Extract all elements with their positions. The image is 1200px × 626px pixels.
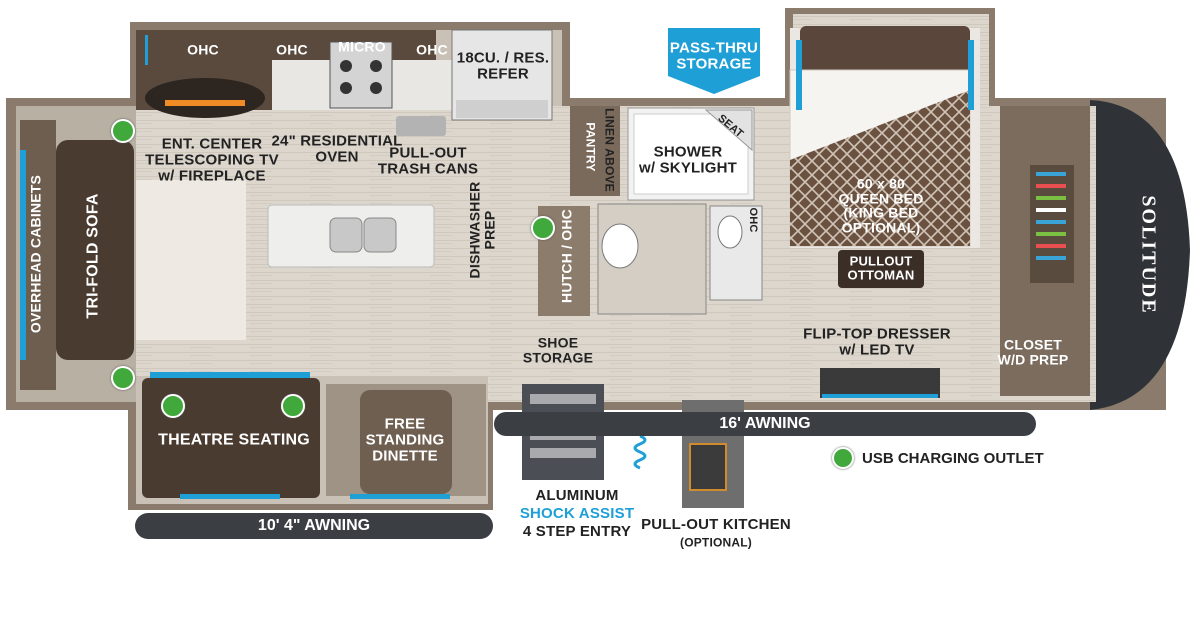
headboard <box>800 26 970 74</box>
label-overhead-cabinets: OVERHEAD CABINETS <box>27 174 44 334</box>
label-pantry: PANTRY <box>583 122 598 172</box>
label-pullout-kitchen: PULL-OUT KITCHEN <box>641 516 791 534</box>
label-aluminum: ALUMINUM <box>535 487 619 505</box>
label-micro: MICRO <box>338 38 386 55</box>
label-ohc-right: OHC <box>416 41 448 58</box>
shock-assist-spring <box>633 434 647 470</box>
trash-cans <box>396 116 446 136</box>
toilet <box>601 223 639 269</box>
usb-outlet-dot <box>111 366 135 390</box>
usb-outlet-dot <box>111 119 135 143</box>
dinette-table <box>360 390 452 494</box>
usb-outlet-dot <box>531 216 555 240</box>
hangers <box>1036 172 1066 260</box>
range <box>329 41 393 109</box>
label-ohc-mid: OHC <box>276 41 308 58</box>
label-step-entry: 4 STEP ENTRY <box>522 523 632 541</box>
legend-usb-dot <box>832 447 854 469</box>
fireplace <box>145 78 265 118</box>
label-ohc-bath: OHC <box>746 207 759 233</box>
usb-outlet-dot <box>161 394 185 418</box>
label-shock-assist: SHOCK ASSIST <box>519 505 635 523</box>
side-awning-label: 16' AWNING <box>719 415 811 432</box>
sofa-window <box>20 150 26 360</box>
pantry <box>570 106 620 196</box>
flip-top-dresser <box>820 368 940 398</box>
label-hutch: HUTCH / OHC <box>558 209 575 303</box>
label-theatre: THEATRE SEATING <box>158 431 310 449</box>
brand-logo: SOLITUDE <box>1137 195 1160 315</box>
tri-fold-sofa <box>56 140 134 360</box>
pullout-ottoman <box>838 250 924 288</box>
rear-awning: 10' 4" AWNING <box>135 513 493 539</box>
pass-thru-arrow <box>668 28 760 94</box>
theatre-seating <box>142 378 320 498</box>
label-ohc-left: OHC <box>187 41 219 58</box>
label-sofa: TRI-FOLD SOFA <box>84 193 102 319</box>
label-refer: 18CU. / RES.REFER <box>456 49 550 82</box>
side-awning: 16' AWNING <box>494 412 1036 436</box>
usb-outlet-dot <box>281 394 305 418</box>
legend: USB CHARGING OUTLET <box>832 447 1044 469</box>
legend-usb-label: USB CHARGING OUTLET <box>862 449 1044 467</box>
label-optional: (OPTIONAL) <box>680 535 752 550</box>
bed-quilt <box>790 90 970 246</box>
living-area <box>136 180 246 340</box>
rear-awning-label: 10' 4" AWNING <box>257 517 371 534</box>
label-linen: LINEN ABOVE <box>602 108 617 192</box>
